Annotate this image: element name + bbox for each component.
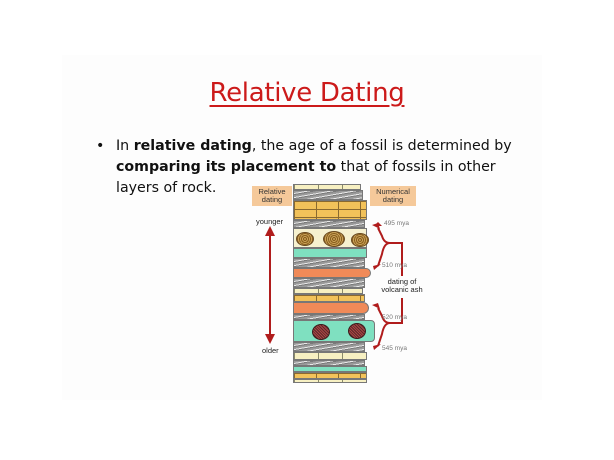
age-label: 545 mya xyxy=(382,345,407,352)
rock-layer xyxy=(293,220,365,228)
older-label: older xyxy=(262,346,279,355)
bullet-text-part: that of fossils in other layers of rock. xyxy=(116,159,496,196)
age-label: 495 mya xyxy=(384,220,409,227)
rock-layer xyxy=(293,352,367,360)
rock-layer xyxy=(293,379,367,383)
rock-layer xyxy=(293,314,365,320)
numerical-dating-label: Numerical dating xyxy=(370,186,416,206)
younger-label: younger xyxy=(256,217,284,226)
arrows-icon xyxy=(265,222,403,350)
rock-layer xyxy=(293,342,365,352)
rock-layer xyxy=(293,360,365,366)
fossil-shell-icon xyxy=(351,233,369,247)
fossil-shell-icon xyxy=(323,231,345,247)
bullet-dot-icon: • xyxy=(96,138,105,154)
bullet-text-part: , the age of a fossil is determined by xyxy=(251,138,512,154)
volcanic-ash-layer xyxy=(293,268,371,278)
age-label: 520 mya xyxy=(382,314,407,321)
rock-layer xyxy=(293,190,363,200)
rock-layer xyxy=(293,258,365,268)
trilobite-fossil-icon xyxy=(312,324,330,340)
rock-layer xyxy=(293,200,367,220)
age-label: 510 mya xyxy=(382,262,407,269)
rock-layer xyxy=(293,294,365,302)
relative-dating-label: Relative dating xyxy=(252,186,292,206)
bullet-text-bold: comparing its placement to xyxy=(116,159,337,175)
rock-layer xyxy=(293,184,361,190)
trilobite-fossil-icon xyxy=(348,323,366,339)
volcanic-ash-layer xyxy=(293,302,369,314)
rock-layer xyxy=(293,248,367,258)
rock-layer xyxy=(293,372,367,379)
fossil-shell-icon xyxy=(296,232,314,246)
bullet-text-bold: relative dating xyxy=(133,138,252,154)
bullet-text: In relative dating, the age of a fossil … xyxy=(116,136,536,199)
rock-strata-diagram: Relative dating Numerical dating younger… xyxy=(250,180,425,385)
rock-layer xyxy=(293,288,363,294)
rock-layer xyxy=(293,278,365,288)
bullet-text-part: In xyxy=(116,138,134,154)
volcanic-ash-label: dating of volcanic ash xyxy=(381,277,423,294)
slide-title: Relative Dating xyxy=(209,78,405,108)
rock-layer xyxy=(293,366,367,372)
